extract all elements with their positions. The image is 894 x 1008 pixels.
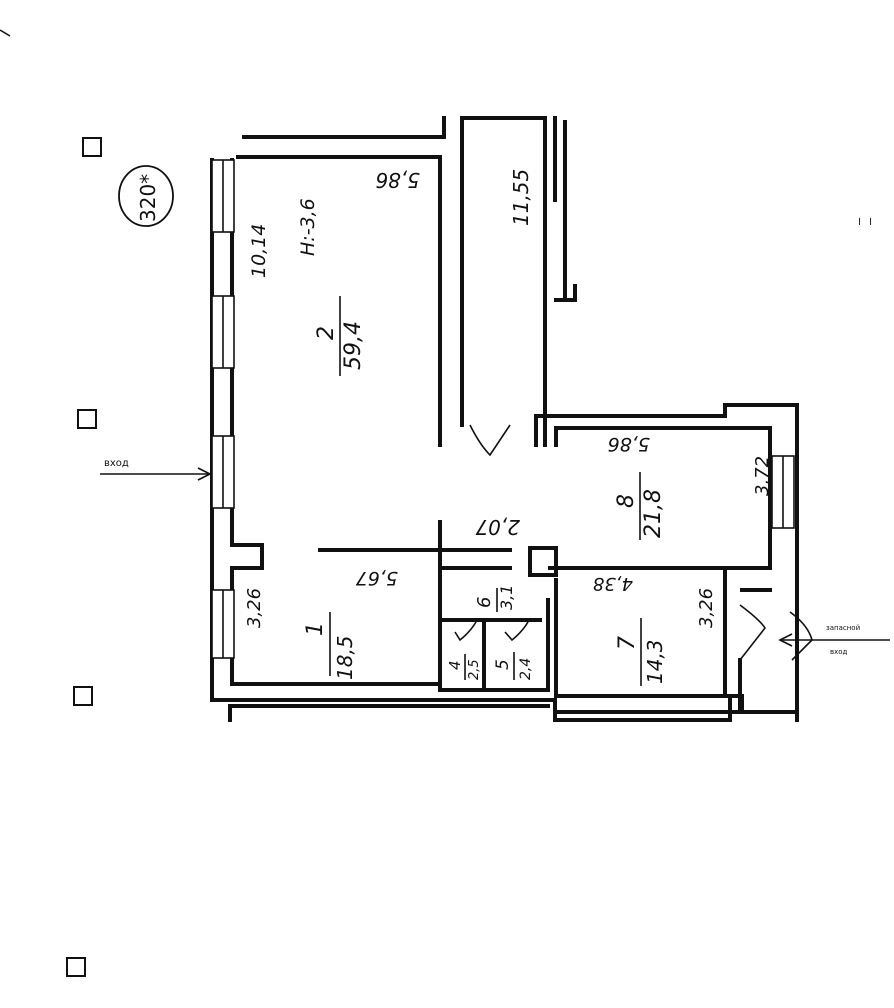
- right-edge-marks: ╷ ╷: [856, 211, 874, 225]
- room-5-number: 5: [493, 659, 513, 670]
- room-4-area: 2,5: [467, 659, 482, 680]
- margin-checkbox-3: [73, 686, 93, 706]
- entrance-arrow: [100, 467, 212, 481]
- room-5-area: 2,4: [518, 658, 534, 680]
- stamp-circle: [118, 165, 174, 227]
- height-note: H:-3,6: [297, 198, 319, 256]
- margin-checkbox-1: [82, 137, 102, 157]
- margin-checkbox-2: [77, 409, 97, 429]
- room-8-dim-top: 5,86: [608, 433, 650, 455]
- room-6-dim: 2,07: [475, 515, 520, 539]
- room-7-area: 14,3: [643, 639, 667, 684]
- room-7-dim-right: 3,26: [696, 588, 717, 628]
- room-2-number: 2: [314, 326, 339, 340]
- spare-entrance-arrow: [778, 633, 890, 647]
- room-8-area: 21,8: [641, 489, 666, 538]
- window-right: [771, 455, 795, 529]
- room-2-area: 59,4: [341, 321, 366, 370]
- corner-tick: [0, 29, 11, 37]
- entrance-label: вход: [104, 458, 129, 469]
- room-1-number: 1: [303, 622, 328, 636]
- room-8-dim-right: 3,72: [752, 456, 773, 496]
- margin-checkbox-4: [66, 957, 86, 977]
- room-1-dim-top: 5,67: [356, 567, 398, 589]
- corridor-dimension: 11,55: [509, 169, 533, 226]
- room-1-area: 18,5: [333, 635, 357, 680]
- room-7-dim-top: 4,38: [593, 573, 633, 594]
- room-8-number: 8: [614, 494, 639, 508]
- room-2-dim-top: 5,86: [375, 168, 420, 192]
- room-1-dim-left: 3,26: [244, 588, 265, 628]
- windows-left: [211, 159, 235, 659]
- room-7-number: 7: [615, 636, 640, 650]
- room-6-area: 3,1: [497, 585, 516, 610]
- room-6-number: 6: [474, 597, 495, 608]
- spare-entrance-label-2: вход: [830, 648, 848, 656]
- spare-entrance-label-1: запасной: [826, 624, 860, 632]
- room-4-number: 4: [446, 660, 464, 670]
- stamp-text: 320*: [136, 174, 160, 222]
- room-2-dim-left: 10,14: [248, 224, 270, 278]
